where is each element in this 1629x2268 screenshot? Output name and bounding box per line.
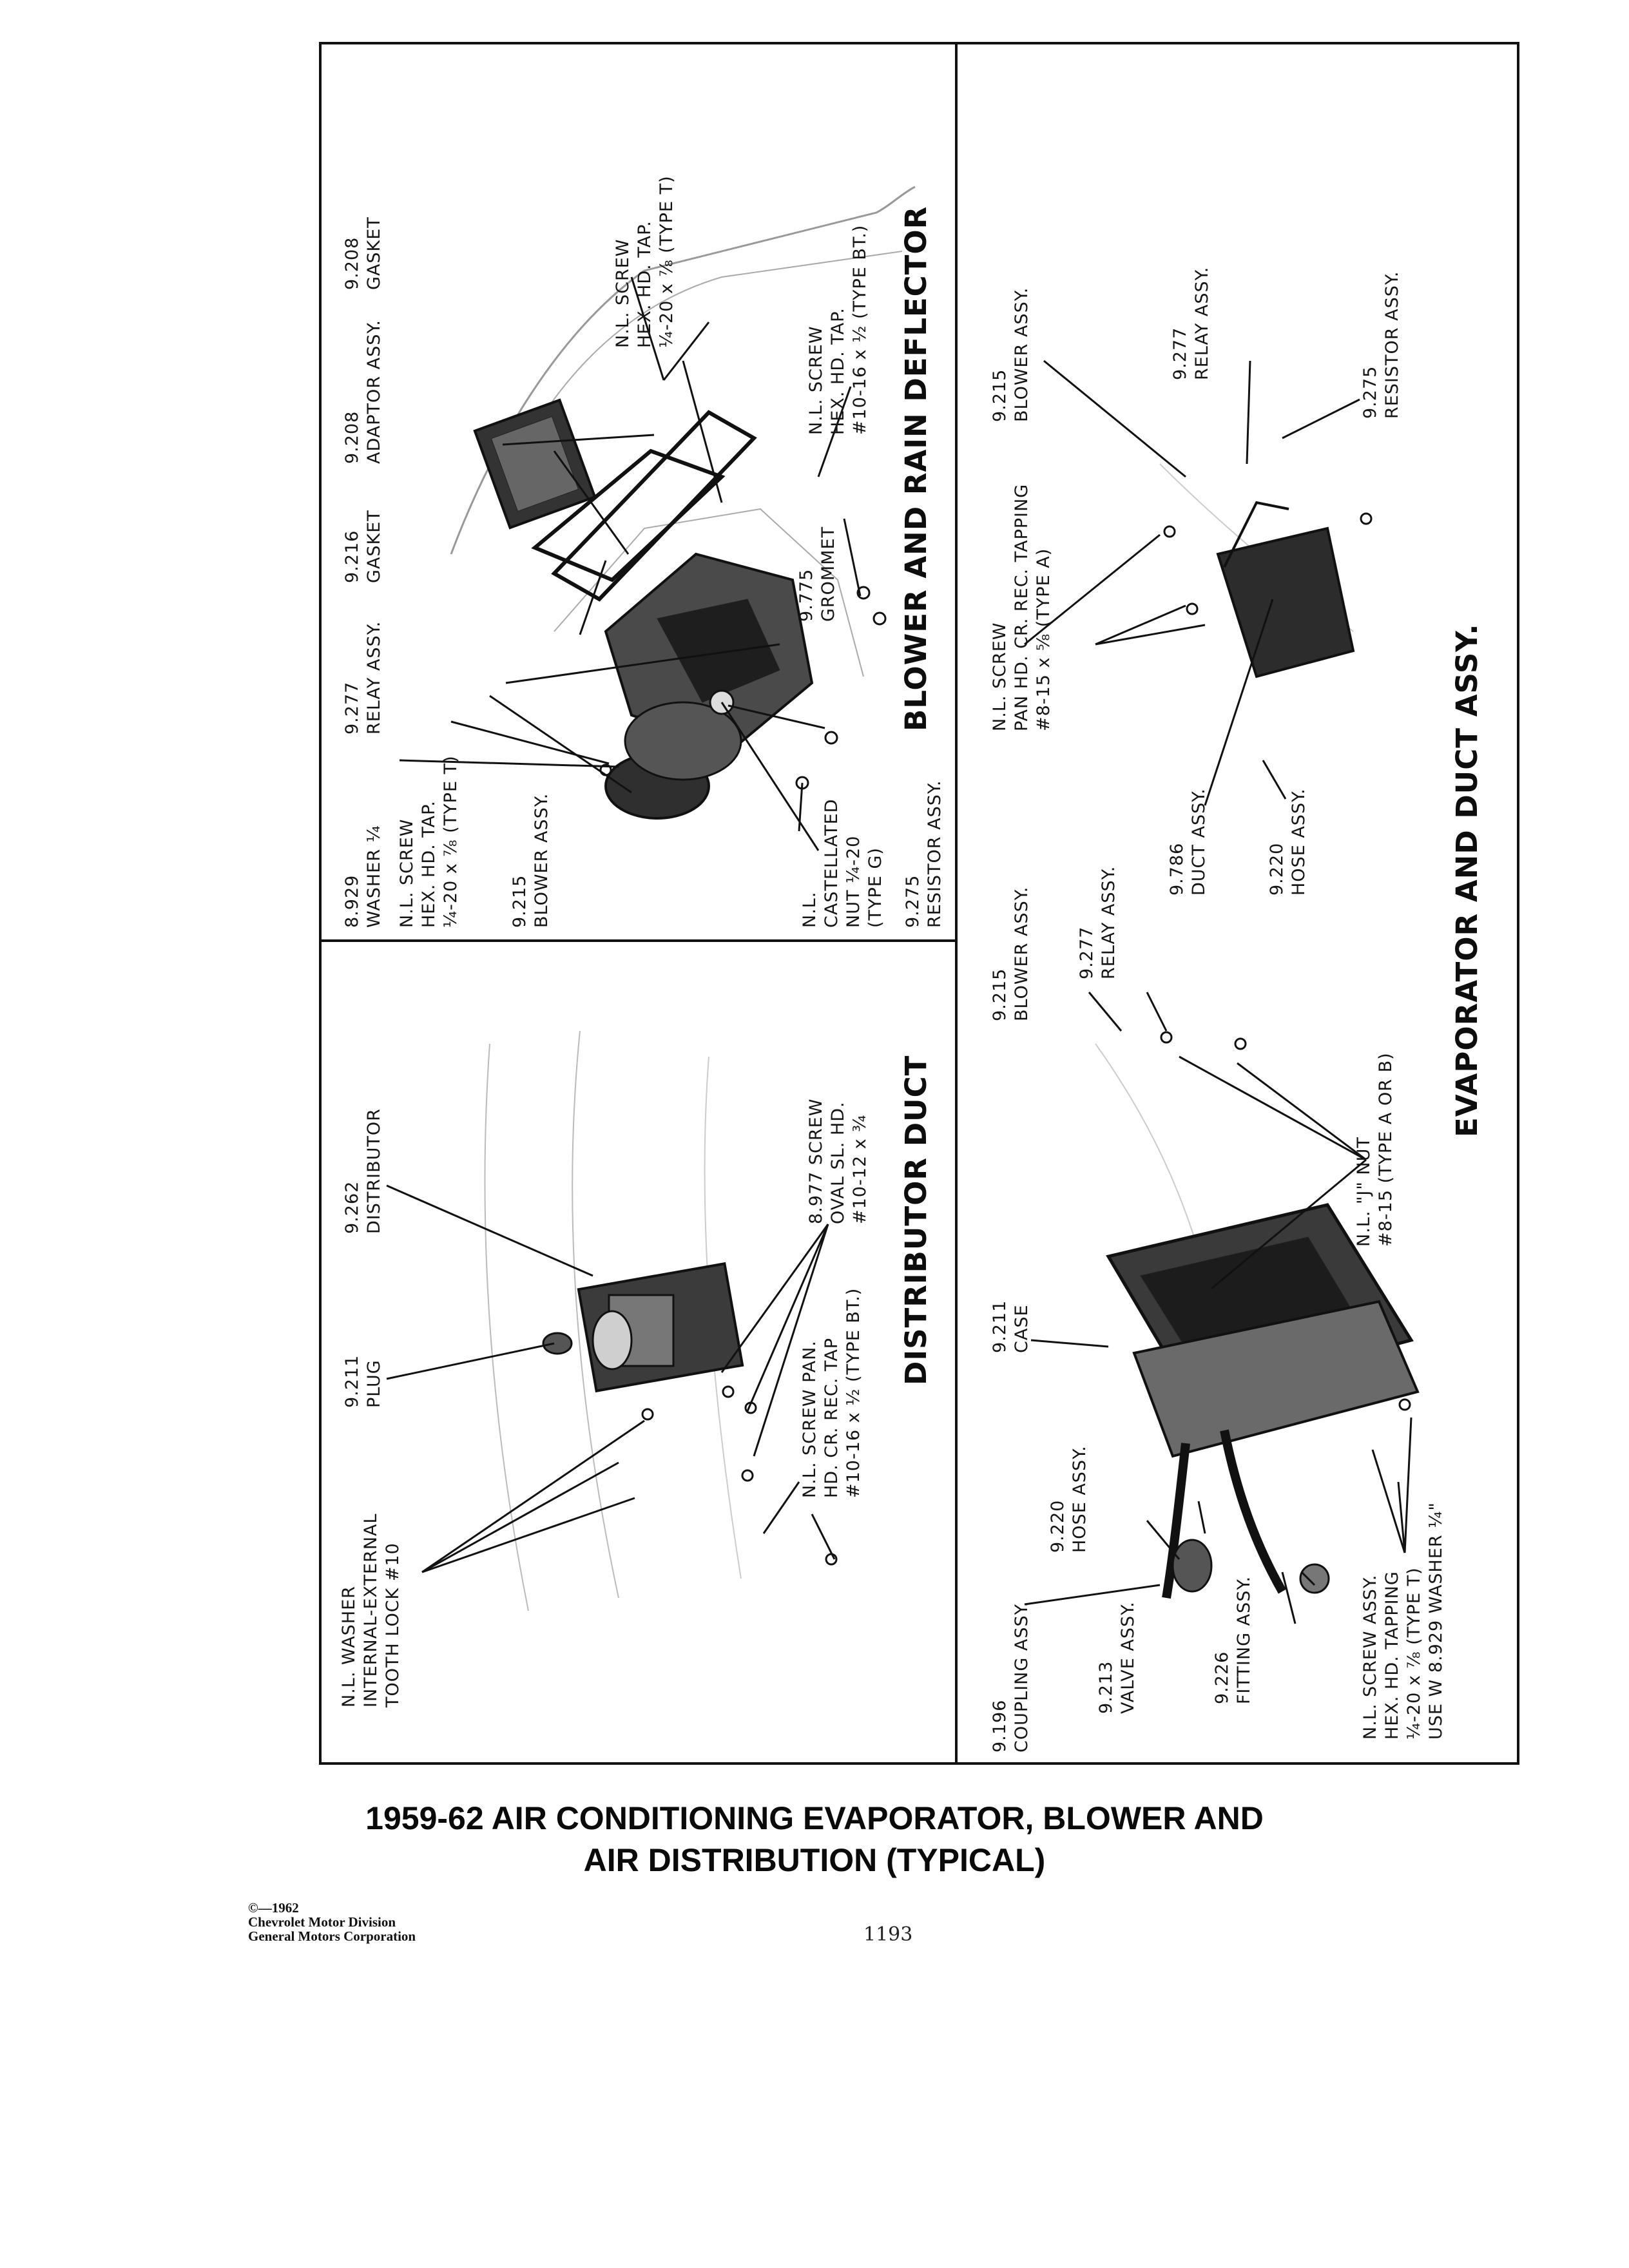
section-title-distributor: DISTRIBUTOR DUCT [899,1055,933,1385]
label-9216-gasket: 9.216 GASKET [342,510,384,583]
label-9775-grommet: 9.775 GROMMET [796,526,838,622]
section-title-blower: BLOWER AND RAIN DEFLECTOR [899,206,933,731]
label-9213-valve: 9.213 VALVE ASSY. [1096,1601,1138,1714]
label-9262-distributor: 9.262 DISTRIBUTOR [342,1108,384,1234]
label-hex-screw-assy: N.L. SCREW ASSY. HEX. HD. TAPPING ¼-20 x… [1360,1502,1446,1740]
label-pan-screw: N.L. SCREW PAN. HD. CR. REC. TAP #10-16 … [800,1287,863,1498]
copyright-corporation: General Motors Corporation [248,1928,416,1944]
evaporator-illustration [1095,463,1420,1599]
copyright-notice: ©—1962 Chevrolet Motor Division General … [248,1901,416,1943]
label-castellated-nut: N.L. CASTELLATED NUT ¼-20 (TYPE G) [800,798,885,928]
label-hex-screw-top: N.L. SCREW HEX. HD. TAP. ¼-20 x ⅞ (TYPE … [613,175,677,348]
section-title-evaporator: EVAPORATOR AND DUCT ASSY. [1450,623,1484,1137]
label-9211-case: 9.211 CASE [990,1300,1032,1353]
label-hex-screw-bt: N.L. SCREW HEX. HD. TAP. #10-16 x ½ (TYP… [806,224,870,435]
label-9211-plug: 9.211 PLUG [342,1354,384,1408]
panel-frame [319,42,1519,1765]
distributor-duct-illustration [484,1030,838,1611]
label-9786-duct: 9.786 DUCT ASSY. [1167,788,1209,896]
label-9215-blower-top: 9.215 BLOWER ASSY. [990,287,1032,422]
distributor-leader-lines [386,1184,836,1573]
label-9215-blower: 9.215 BLOWER ASSY. [510,793,552,928]
label-j-nut: N.L. "J" NUT #8-15 (TYPE A OR B) [1354,1052,1396,1247]
label-9215-blower-upper: 9.215 BLOWER ASSY. [990,886,1032,1021]
label-9277-relay-top: 9.277 RELAY ASSY. [1170,266,1212,380]
label-8929-washer: 8.929 WASHER ¼ [342,825,384,928]
label-9275-resistor: 9.275 RESISTOR ASSY. [1360,271,1402,419]
label-9196-coupling: 9.196 COUPLING ASSY. [990,1600,1032,1753]
label-9275-resistor: 9.275 RESISTOR ASSY. [903,780,945,928]
page-number: 1193 [863,1923,913,1946]
label-hex-screw-quarter: N.L. SCREW HEX. HD. TAP. ¼-20 x ⅞ (TYPE … [397,755,461,928]
copyright-division: Chevrolet Motor Division [248,1914,396,1930]
label-9208-adaptor: 9.208 ADAPTOR ASSY. [342,320,384,464]
label-9277-relay: 9.277 RELAY ASSY. [342,620,384,735]
blower-leader-lines [399,276,862,851]
label-9277-relay-upper: 9.277 RELAY ASSY. [1077,865,1119,979]
label-9226-fitting: 9.226 FITTING ASSY. [1212,1575,1254,1704]
figure-caption-line2: AIR DISTRIBUTION (TYPICAL) [583,1842,1046,1878]
label-8977-oval-screw: 8.977 SCREW OVAL SL. HD. #10-12 x ¾ [806,1098,870,1224]
evaporator-leader-lines [1024,360,1412,1624]
label-9220-hose-upper: 9.220 HOSE ASSY. [1267,788,1309,896]
label-tooth-lock-washer: N.L. WASHER INTERNAL-EXTERNAL TOOTH LOCK… [339,1513,403,1707]
figure-caption-line1: 1959-62 AIR CONDITIONING EVAPORATOR, BLO… [365,1800,1264,1836]
label-pan-tapping-screw: N.L. SCREW PAN HD. CR. REC. TAPPING #8-1… [990,483,1054,731]
copyright-year: ©—1962 [248,1900,299,1916]
label-9220-hose-lower: 9.220 HOSE ASSY. [1048,1445,1090,1553]
label-9208-gasket: 9.208 GASKET [342,216,384,290]
